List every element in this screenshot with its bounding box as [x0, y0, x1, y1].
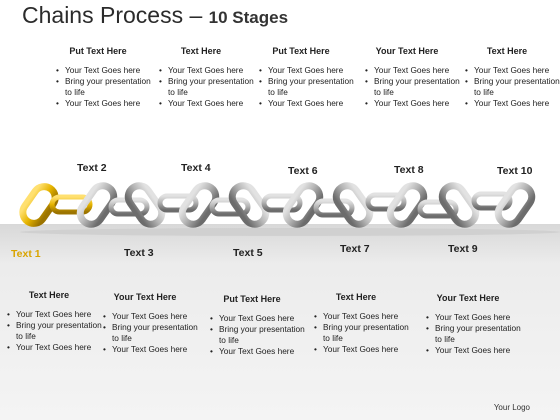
- logo-placeholder: Your Logo: [493, 403, 530, 412]
- column-heading: Your Text Here: [436, 293, 500, 303]
- bullet-item: Bring your presentation to life: [365, 76, 462, 98]
- chain-link-9: [438, 182, 480, 228]
- bullet-item: Your Text Goes here: [103, 344, 200, 355]
- chain-link-side: [471, 191, 513, 211]
- column-heading: Put Text Here: [272, 46, 330, 56]
- stage-label-3: Text 3: [124, 247, 154, 259]
- chain-link-4: [178, 182, 220, 228]
- bullet-list: Your Text Goes here Bring your presentat…: [146, 65, 256, 109]
- bullet-list: Your Text Goes here Bring your presentat…: [90, 311, 200, 355]
- bullet-item: Your Text Goes here: [56, 65, 153, 76]
- column-heading: Your Text Here: [113, 292, 177, 302]
- bullet-item: Bring your presentation to life: [426, 323, 523, 345]
- bullet-item: Your Text Goes here: [159, 98, 256, 109]
- bullet-item: Your Text Goes here: [365, 65, 462, 76]
- bullet-item: Your Text Goes here: [159, 65, 256, 76]
- chain-link-side: [261, 193, 303, 213]
- column-heading: Your Text Here: [375, 46, 439, 56]
- bullet-item: Bring your presentation to life: [210, 324, 307, 346]
- chain-shadow: [20, 228, 560, 236]
- bullet-list: Your Text Goes here Bring your presentat…: [301, 311, 411, 355]
- title-dash: –: [183, 2, 209, 28]
- top-column-5: Text Here Your Text Goes here Bring your…: [452, 46, 560, 109]
- bullet-item: Your Text Goes here: [365, 98, 462, 109]
- stage-label-6: Text 6: [288, 165, 318, 177]
- chain-link-side: [157, 193, 199, 213]
- bullet-item: Bring your presentation to life: [56, 76, 153, 98]
- bullet-item: Your Text Goes here: [465, 65, 560, 76]
- bullet-item: Your Text Goes here: [210, 346, 307, 357]
- column-heading: Put Text Here: [223, 294, 281, 304]
- stage-label-4: Text 4: [181, 162, 211, 174]
- chain-link-8: [386, 182, 428, 228]
- chain-link-3: [124, 182, 166, 228]
- bullet-list: Your Text Goes here Bring your presentat…: [413, 312, 523, 356]
- bullet-item: Bring your presentation to life: [103, 322, 200, 344]
- top-column-4: Your Text Here Your Text Goes here Bring…: [352, 46, 462, 109]
- chain-link-5: [228, 182, 270, 228]
- bullet-item: Your Text Goes here: [259, 65, 356, 76]
- title-subtitle: 10 Stages: [208, 8, 289, 27]
- column-heading: Text Here: [335, 292, 377, 302]
- stage-label-1: Text 1: [11, 248, 41, 260]
- chain-link-10: [494, 182, 536, 228]
- bullet-item: Bring your presentation to life: [314, 322, 411, 344]
- bottom-column-2: Your Text Here Your Text Goes here Bring…: [90, 292, 200, 355]
- bullet-item: Bring your presentation to life: [465, 76, 560, 98]
- bullet-item: Your Text Goes here: [465, 98, 560, 109]
- bullet-item: Bring your presentation to life: [7, 320, 104, 342]
- stage-label-7: Text 7: [340, 243, 370, 255]
- bullet-list: Your Text Goes here Bring your presentat…: [452, 65, 560, 109]
- bullet-list: Your Text Goes here Bring your presentat…: [352, 65, 462, 109]
- bullet-list: Your Text Goes here Bring your presentat…: [197, 313, 307, 357]
- top-column-1: Put Text Here Your Text Goes here Bring …: [43, 46, 153, 109]
- bullet-item: Your Text Goes here: [314, 344, 411, 355]
- bullet-list: Your Text Goes here Bring your presentat…: [43, 65, 153, 109]
- chain-graphic: [19, 182, 560, 236]
- bullet-item: Your Text Goes here: [103, 311, 200, 322]
- column-heading: Text Here: [28, 290, 70, 300]
- bullet-item: Your Text Goes here: [210, 313, 307, 324]
- bottom-column-3: Put Text Here Your Text Goes here Bring …: [197, 294, 307, 357]
- stage-label-5: Text 5: [233, 247, 263, 259]
- bullet-item: Your Text Goes here: [7, 309, 104, 320]
- bottom-column-5: Your Text Here Your Text Goes here Bring…: [413, 293, 523, 356]
- column-heading: Text Here: [486, 46, 528, 56]
- top-column-2: Text Here Your Text Goes here Bring your…: [146, 46, 256, 109]
- top-column-3: Put Text Here Your Text Goes here Bring …: [246, 46, 356, 109]
- bullet-item: Your Text Goes here: [7, 342, 104, 353]
- stage-label-2: Text 2: [77, 162, 107, 174]
- bullet-item: Your Text Goes here: [426, 312, 523, 323]
- chain-link-6: [282, 182, 324, 228]
- bullet-list: Your Text Goes here Bring your presentat…: [0, 309, 104, 353]
- bullet-item: Your Text Goes here: [259, 98, 356, 109]
- title-main: Chains Process: [22, 2, 184, 28]
- chain-link-7: [332, 182, 374, 228]
- column-heading: Text Here: [180, 46, 222, 56]
- bullet-item: Your Text Goes here: [314, 311, 411, 322]
- stage-label-10: Text 10: [497, 165, 533, 177]
- bullet-item: Bring your presentation to life: [259, 76, 356, 98]
- page-title: Chains Process – 10 Stages: [22, 2, 288, 29]
- column-heading: Put Text Here: [69, 46, 127, 56]
- bullet-list: Your Text Goes here Bring your presentat…: [246, 65, 356, 109]
- bottom-column-4: Text Here Your Text Goes here Bring your…: [301, 292, 411, 355]
- chain-link-side: [365, 192, 407, 212]
- chain-link-side: [417, 199, 459, 219]
- stage-label-8: Text 8: [394, 164, 424, 176]
- bullet-item: Your Text Goes here: [56, 98, 153, 109]
- chain-link-gold-side: [49, 194, 93, 215]
- chain-link-2: [76, 182, 118, 228]
- bottom-column-1: Text Here Your Text Goes here Bring your…: [0, 290, 104, 353]
- stage-label-9: Text 9: [448, 243, 478, 255]
- chain-link-1-gold: [19, 183, 59, 227]
- bullet-item: Your Text Goes here: [426, 345, 523, 356]
- bullet-item: Bring your presentation to life: [159, 76, 256, 98]
